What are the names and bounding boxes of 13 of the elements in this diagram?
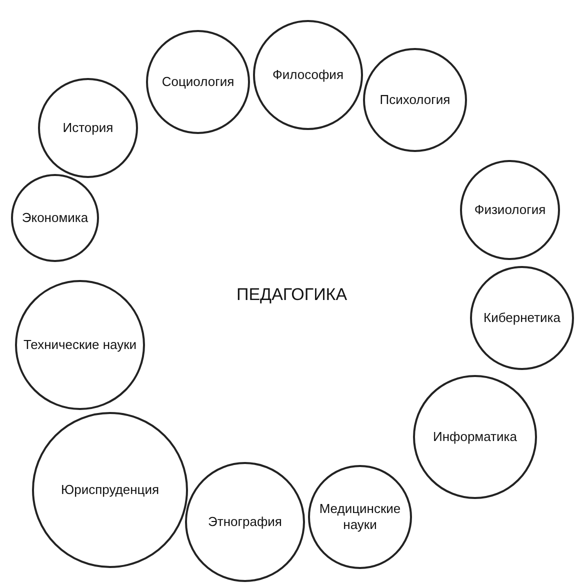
- discipline-circle: Кибернетика: [470, 266, 574, 370]
- discipline-circle: Технические науки: [15, 280, 145, 410]
- discipline-circle: Юриспруденция: [32, 412, 188, 568]
- discipline-circle: Экономика: [11, 174, 99, 262]
- discipline-circle: Социология: [146, 30, 250, 134]
- discipline-circle: Психология: [363, 48, 467, 152]
- central-heading: ПЕДАГОГИКА: [236, 285, 348, 305]
- discipline-circle: Философия: [253, 20, 363, 130]
- discipline-circle: История: [38, 78, 138, 178]
- discipline-circle: Медицинские науки: [308, 465, 412, 569]
- discipline-circle: Этнография: [185, 462, 305, 582]
- discipline-circle: Физиология: [460, 160, 560, 260]
- discipline-circle: Информатика: [413, 375, 537, 499]
